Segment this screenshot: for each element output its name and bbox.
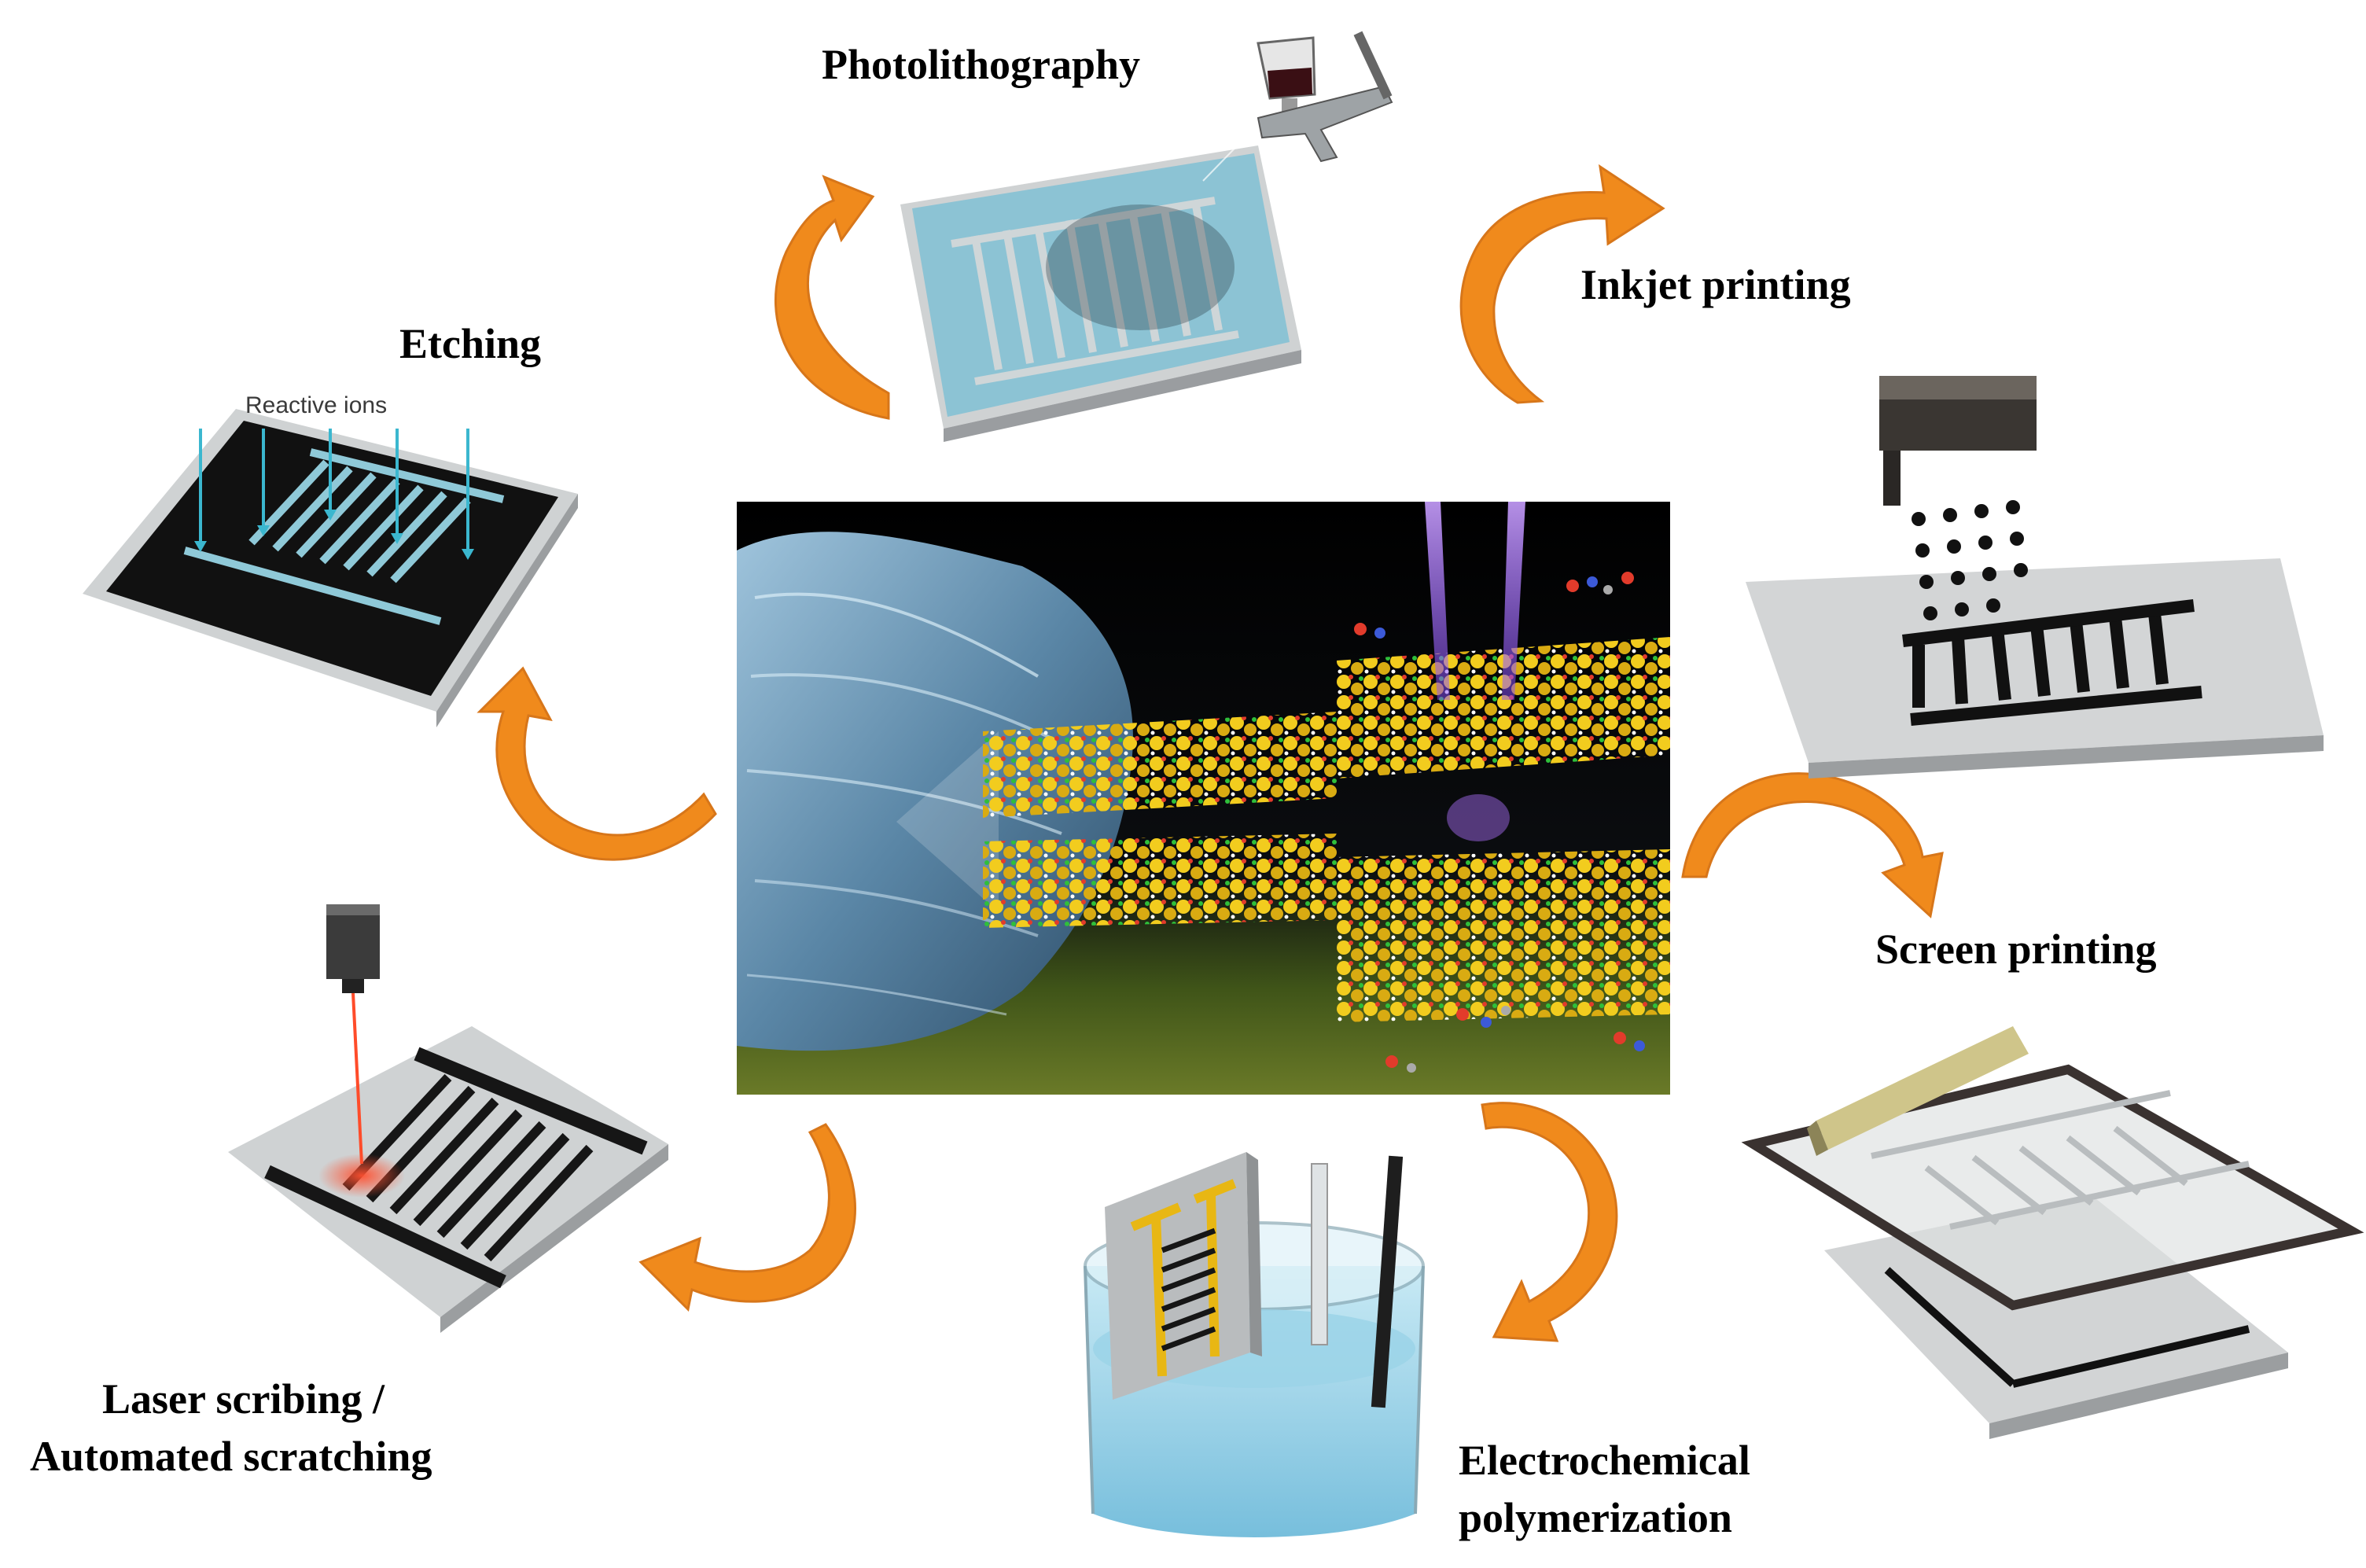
label-electro-line2: polymerization (1459, 1494, 1732, 1541)
arrow-electrochemical (1481, 1102, 1618, 1342)
label-reactive-ions: Reactive ions (245, 392, 387, 418)
label-etching: Etching (399, 320, 541, 367)
label-laser-line2: Automated scratching (30, 1433, 432, 1480)
arrow-etching (477, 666, 717, 861)
label-electro-line1: Electrochemical (1459, 1437, 1750, 1484)
arrow-photolithography (775, 175, 890, 420)
label-screen-printing: Screen printing (1875, 926, 2157, 973)
label-photolithography: Photolithography (822, 41, 1140, 88)
inkjet-panel (1746, 376, 2324, 778)
etching-panel (83, 409, 578, 727)
label-laser-line1: Laser scribing / (102, 1375, 385, 1423)
process-arrows (477, 164, 1944, 1342)
photolithography-panel (900, 31, 1393, 442)
label-inkjet: Inkjet printing (1580, 261, 1851, 308)
arrow-inkjet (1459, 164, 1665, 404)
inkjet-head-icon (1879, 376, 2037, 506)
arrow-screen-printing (1681, 772, 1944, 918)
laser-scribing-panel (228, 904, 668, 1333)
laser-head-icon (326, 904, 380, 993)
arrow-laser-scribing (638, 1123, 856, 1312)
center-illustration (737, 502, 1670, 1095)
squeegee-icon (1807, 1026, 2029, 1156)
electrochemical-panel (1084, 1152, 1425, 1537)
spray-gun-icon (1202, 31, 1393, 182)
screen-printing-panel (1741, 1026, 2364, 1439)
